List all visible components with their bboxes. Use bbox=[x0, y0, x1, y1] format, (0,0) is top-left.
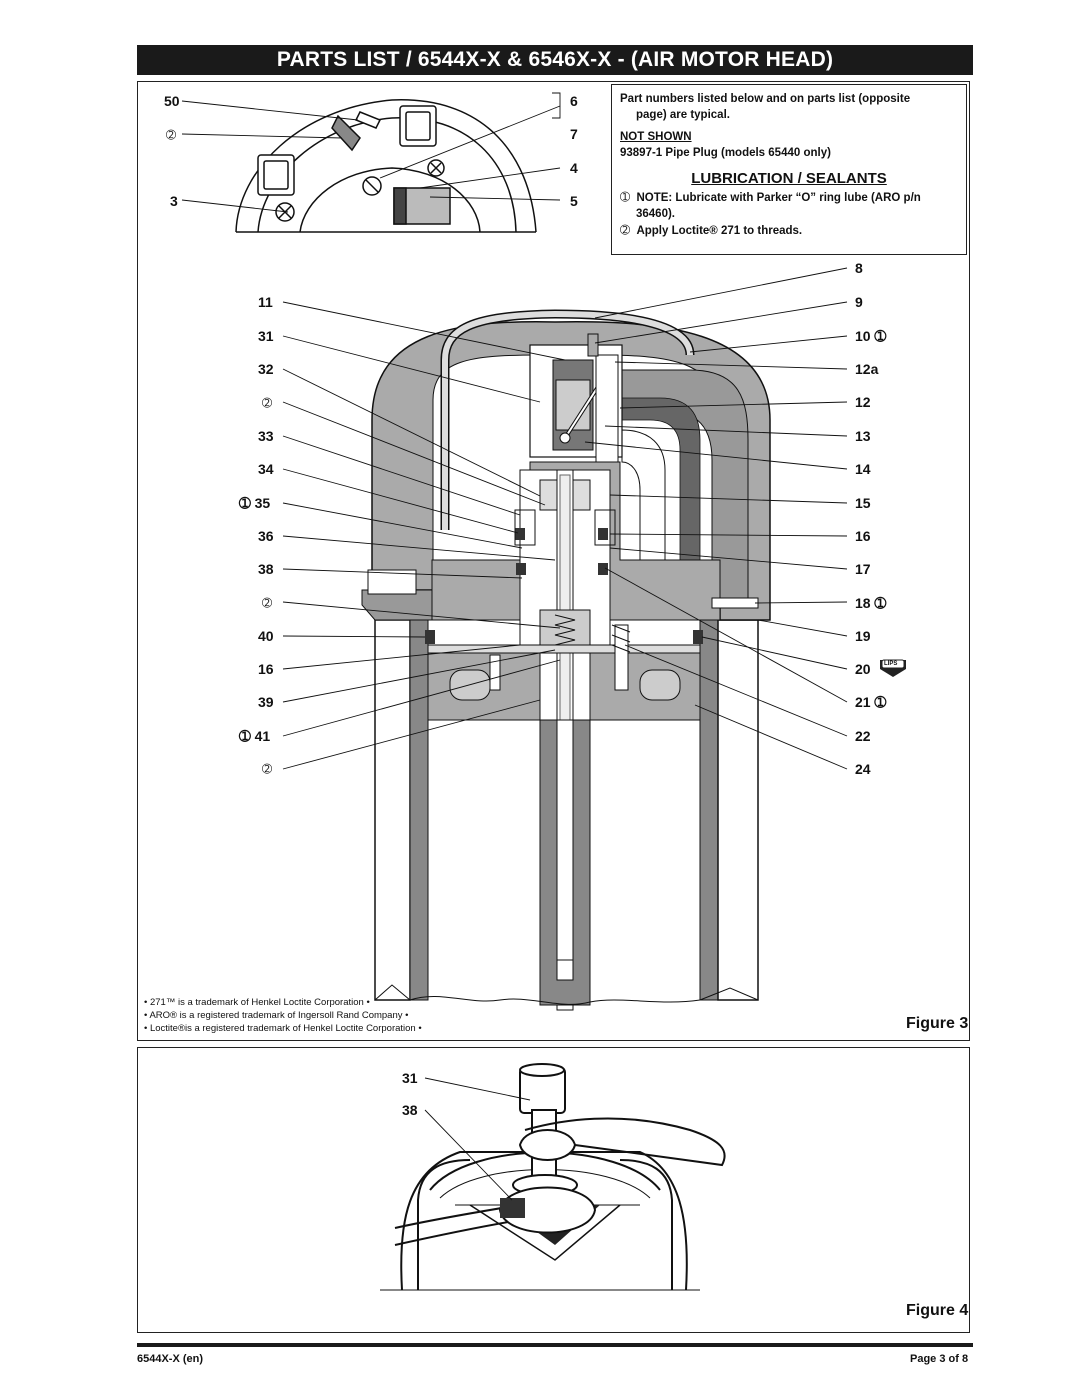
callout-8: 8 bbox=[855, 260, 863, 276]
callout-9: 9 bbox=[855, 294, 863, 310]
footer-doc-id: 6544X-X (en) bbox=[137, 1353, 204, 1365]
callout-3: 3 bbox=[170, 193, 178, 209]
callout-17: 17 bbox=[855, 561, 871, 577]
callout-19: 19 bbox=[855, 628, 871, 644]
note2-symbol: ➁ bbox=[620, 223, 631, 237]
callout-6: 6 bbox=[570, 93, 578, 109]
callout-note2-c: ➁ bbox=[262, 762, 273, 776]
top-leaders bbox=[181, 92, 561, 213]
top-detail-drawing bbox=[235, 99, 537, 233]
callout-12: 12 bbox=[855, 394, 871, 410]
typical-note-line1: Part numbers listed below and on parts l… bbox=[620, 93, 911, 105]
trademark-loctite: • Loctite®is a registered trademark of H… bbox=[144, 1023, 422, 1034]
callout-14: 14 bbox=[855, 461, 871, 477]
note1-text-cont: 36460). bbox=[636, 208, 676, 220]
note2-text: Apply Loctite® 271 to threads. bbox=[636, 225, 803, 237]
callout-13: 13 bbox=[855, 428, 871, 444]
callout-22: 22 bbox=[855, 728, 871, 744]
trademark-aro: • ARO® is a registered trademark of Inge… bbox=[144, 1010, 409, 1021]
callout-20: 20 bbox=[855, 661, 871, 677]
callout-50: 50 bbox=[164, 93, 180, 109]
fig4-callout-31: 31 bbox=[402, 1070, 418, 1086]
callout-4: 4 bbox=[570, 160, 578, 176]
fig4-callout-38: 38 bbox=[402, 1102, 418, 1118]
page-title: PARTS LIST / 6544X-X & 6546X-X - (AIR MO… bbox=[137, 45, 973, 75]
callout-12a: 12a bbox=[855, 361, 879, 377]
footer-rule bbox=[137, 1343, 973, 1347]
lips-badge-label: LIPS bbox=[884, 661, 898, 667]
callout-5: 5 bbox=[570, 193, 578, 209]
callout-11: 11 bbox=[258, 294, 273, 310]
not-shown-heading: NOT SHOWN bbox=[620, 131, 692, 143]
figure3-caption: Figure 3 bbox=[906, 1015, 969, 1032]
callout-16-left: 16 bbox=[258, 661, 274, 677]
callout-16-right: 16 bbox=[855, 528, 871, 544]
not-shown-item: 93897-1 Pipe Plug (models 65440 only) bbox=[620, 147, 831, 159]
note1-text: NOTE: Lubricate with Parker “O” ring lub… bbox=[636, 192, 921, 204]
figure-3-frame bbox=[137, 81, 970, 1041]
notes-box: Part numbers listed below and on parts l… bbox=[611, 84, 967, 255]
callout-40: 40 bbox=[258, 628, 274, 644]
callout-32: 32 bbox=[258, 361, 274, 377]
callout-41: ➀ 41 bbox=[239, 728, 271, 744]
footer-page-number: Page 3 of 8 bbox=[910, 1353, 969, 1365]
callout-note2-top: ➁ bbox=[166, 128, 177, 142]
figure-4-frame bbox=[137, 1047, 970, 1333]
callout-15: 15 bbox=[855, 495, 871, 511]
figure4-caption: Figure 4 bbox=[906, 1302, 969, 1319]
motor-cross-section bbox=[361, 309, 771, 1011]
figure4-leaders bbox=[424, 1077, 531, 1201]
callout-21: 21 ➀ bbox=[855, 694, 887, 710]
callout-39: 39 bbox=[258, 694, 274, 710]
trademark-271: • 271™ is a trademark of Henkel Loctite … bbox=[144, 997, 370, 1008]
typical-note-line2: page) are typical. bbox=[636, 109, 730, 121]
figure3-leaders bbox=[282, 267, 848, 770]
callout-note2-a: ➁ bbox=[262, 396, 273, 410]
callout-note2-b: ➁ bbox=[262, 596, 273, 610]
callout-24: 24 bbox=[855, 761, 871, 777]
callout-38: 38 bbox=[258, 561, 274, 577]
callout-7: 7 bbox=[570, 126, 578, 142]
callout-36: 36 bbox=[258, 528, 274, 544]
callout-31: 31 bbox=[258, 328, 274, 344]
note1-symbol: ➀ bbox=[620, 190, 631, 204]
figure4-drawing bbox=[380, 1063, 726, 1291]
callout-18: 18 ➀ bbox=[855, 595, 887, 611]
callout-33: 33 bbox=[258, 428, 274, 444]
callout-35: ➀ 35 bbox=[239, 495, 271, 511]
callout-10: 10 ➀ bbox=[855, 328, 887, 344]
lips-badge-icon bbox=[880, 659, 906, 677]
lubrication-heading: LUBRICATION / SEALANTS bbox=[691, 170, 887, 187]
callout-34: 34 bbox=[258, 461, 274, 477]
